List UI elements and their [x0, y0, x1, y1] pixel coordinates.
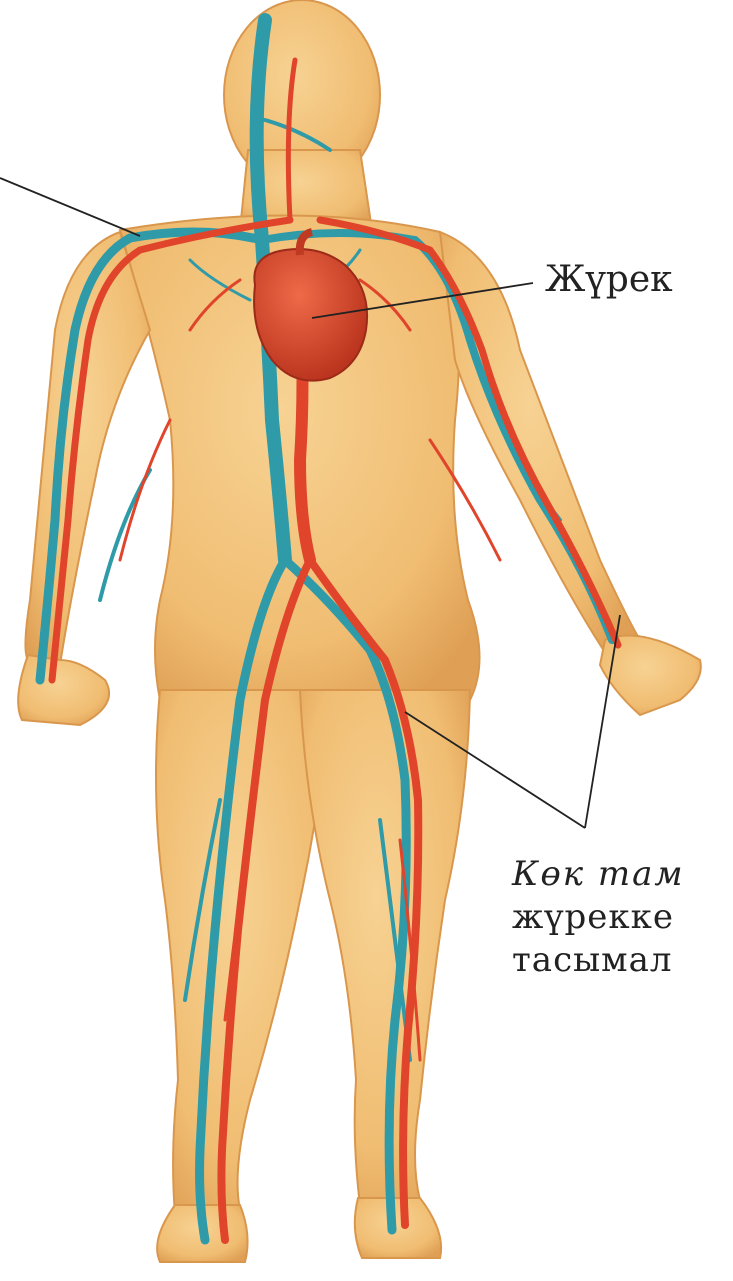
vein-label-line-3: тасымал — [512, 940, 673, 980]
heart-label: Жүрек — [545, 259, 673, 300]
vein-label-line-2: жүрекке — [512, 897, 674, 937]
vein-label-title: Көк там — [512, 854, 685, 894]
leader-line-left — [0, 178, 140, 236]
